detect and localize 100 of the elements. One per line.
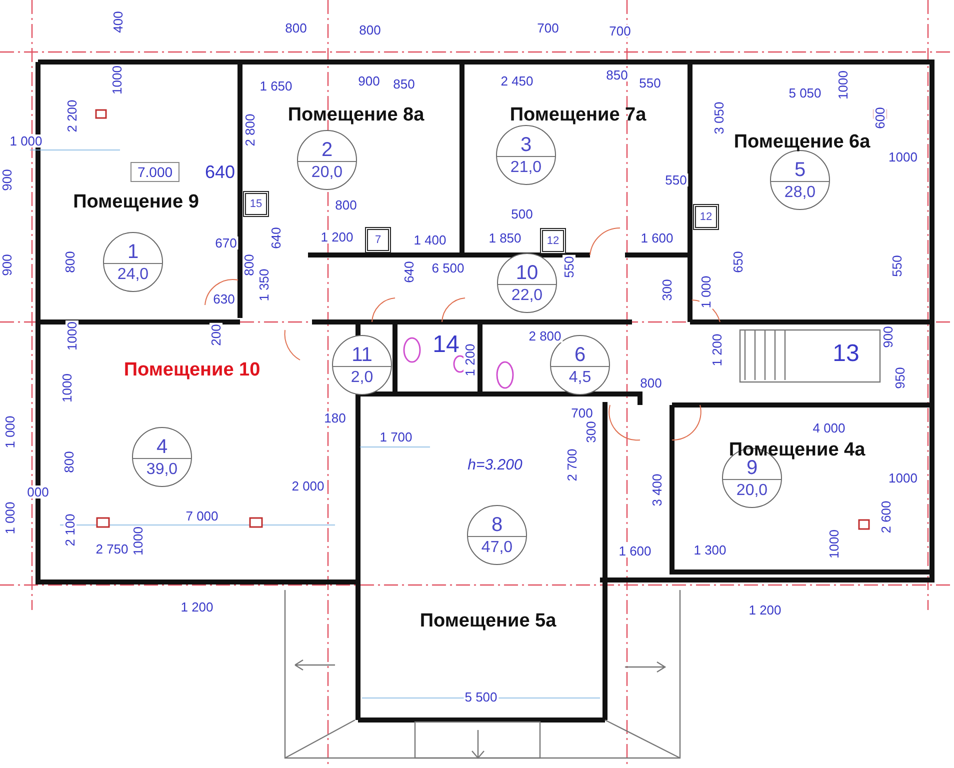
dimension-value: 180 [323, 412, 347, 424]
dimension-value: 1 200 [180, 600, 214, 614]
dimension-value: 2 450 [500, 74, 534, 88]
dimension-value: 1000 [888, 472, 918, 484]
dimension-value: 850 [392, 78, 416, 90]
dimension-value: 700 [536, 22, 560, 34]
dimension-value: 1 650 [258, 80, 294, 92]
dimension-value: 700 [570, 406, 594, 420]
dimension-value: 5 050 [788, 86, 822, 100]
room-area: 39,0 [133, 458, 191, 478]
dimension-value: 800 [242, 253, 256, 277]
dimension-value: 1 350 [258, 268, 270, 302]
dimension-value: 800 [334, 198, 358, 212]
dimension-value: 400 [112, 10, 124, 34]
dimension-value: 1000 [888, 150, 918, 164]
room-area: 22,0 [498, 284, 556, 304]
room-area: 21,0 [497, 156, 555, 176]
dimension-value: 2 600 [880, 500, 892, 534]
dimension-value: 640 [204, 163, 236, 181]
dimension-value: 1000 [836, 70, 850, 100]
dimension-value: 630 [212, 292, 236, 306]
dimension-value: 800 [62, 450, 76, 474]
dimension-value: 1 200 [320, 230, 354, 244]
dimension-value: 300 [584, 420, 598, 444]
dimension-value: 3 400 [650, 472, 664, 508]
dimension-value: 600 [874, 106, 886, 130]
vent-shaft [365, 227, 391, 253]
dimension-value: 800 [639, 376, 663, 390]
dimension-value: 1 300 [692, 544, 728, 556]
dimension-value: 5 500 [464, 690, 498, 704]
room-area: 28,0 [771, 180, 829, 202]
dimension-value: 2 100 [64, 512, 76, 548]
dimension-value: 1 000 [4, 500, 16, 536]
room-number: 8 [491, 514, 503, 536]
dimension-value: 2 200 [66, 98, 78, 134]
dimension-value: 7 000 [184, 510, 220, 522]
dimension-value: 2 700 [566, 448, 578, 482]
dimension-value: 670 [214, 236, 238, 250]
dimension-value: 900 [882, 325, 894, 349]
dimension-value: 650 [732, 250, 744, 274]
room-name: Помещение 4а [728, 440, 866, 460]
room-name: Помещение 5а [420, 612, 556, 630]
dimension-value: 2 800 [244, 112, 256, 148]
room-name: Помещение 10 [124, 360, 260, 380]
dimension-value: 1 000 [700, 274, 712, 310]
dimension-value: 900 [0, 253, 14, 277]
room-area: 2,0 [333, 366, 391, 386]
dimension-value: 700 [608, 24, 632, 38]
dimension-value: 1 400 [412, 234, 448, 246]
level-mark: 7.000 [130, 162, 180, 182]
shaft-number: 12 [546, 236, 560, 246]
dimension-value: 550 [638, 76, 662, 90]
room-number: 6 [574, 344, 586, 366]
dimension-value: 800 [358, 24, 382, 36]
dimension-value: 3 050 [712, 100, 726, 136]
shaft-number: 12 [700, 212, 712, 222]
dimension-value: 1 200 [748, 604, 782, 616]
dimension-value: 900 [357, 74, 381, 88]
dimension-value: 1 600 [640, 232, 674, 244]
room-number: 5 [794, 158, 806, 181]
dimension-value: 1 200 [710, 332, 724, 368]
dimension-value: 2 000 [290, 480, 326, 492]
dimension-value: 1000 [110, 64, 124, 96]
room-area: 47,0 [468, 536, 526, 556]
room-number: 14 [432, 333, 460, 357]
room-number: 10 [516, 262, 538, 284]
dimension-value: 550 [562, 255, 576, 279]
room-number: 4 [156, 436, 168, 458]
room-name: Помещение 7а [510, 106, 646, 124]
dimension-value: 000 [26, 486, 50, 498]
dimension-value: 6 500 [430, 262, 466, 274]
shaft-number: 15 [250, 198, 262, 210]
dimension-value: 2 800 [528, 330, 562, 342]
dimension-value: 550 [664, 174, 688, 186]
dimension-value: 1 700 [378, 430, 414, 444]
dimension-value: 1 600 [618, 544, 652, 558]
dimension-value: 1 850 [488, 232, 522, 244]
dimension-value: 1000 [66, 320, 78, 352]
dimension-value: 200 [210, 323, 222, 347]
dimension-value: 640 [402, 260, 416, 284]
dimension-value: 550 [890, 254, 904, 278]
shaft-number: 7 [374, 234, 382, 246]
dimension-value: 1 200 [464, 342, 476, 378]
vent-shaft [243, 191, 269, 217]
room-number: 9 [746, 456, 758, 479]
room-number: 11 [352, 344, 372, 366]
dimension-value: 850 [605, 68, 629, 82]
room-area: 20,0 [723, 478, 781, 500]
room-area: 24,0 [104, 262, 162, 284]
room-number: 1 [127, 240, 139, 263]
room-number: 13 [832, 342, 860, 366]
dimension-value: 640 [270, 226, 282, 250]
dimension-value: 1 000 [4, 414, 16, 450]
vent-shaft [693, 204, 719, 230]
dimension-value: 2 750 [94, 542, 130, 556]
dimension-value: 4 000 [812, 422, 846, 434]
room-name: Помещение 9 [73, 192, 199, 212]
dimension-value: 950 [894, 366, 906, 390]
room-name: Помещение 6а [734, 132, 870, 152]
dimension-value: 800 [64, 250, 76, 274]
